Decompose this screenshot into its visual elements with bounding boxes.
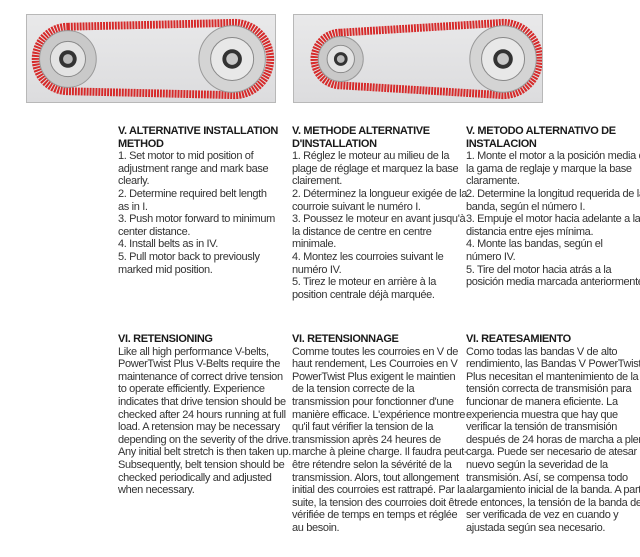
body-text-line: load. A retension may be necessary xyxy=(118,421,280,434)
body-text-line: 3. Empuje el motor hacia adelante a la xyxy=(466,213,640,226)
body-text-line: 1. Set motor to mid position of xyxy=(118,150,254,163)
body-text-line: 2. Determine required belt length xyxy=(118,187,267,200)
body-text-line: checked after 24 hours running at full xyxy=(118,408,286,421)
body-text-line: tensión correcta de transmisión para xyxy=(466,383,632,396)
body-text-line: posición media marcada anteriormente. xyxy=(466,276,640,289)
body-text-line: verificar la tensión de transmisión xyxy=(466,421,617,434)
body-text-line: 5. Tire del motor hacia atrás a la xyxy=(466,263,612,276)
body-text-line: la gama de reglaje y marque la base xyxy=(466,162,632,175)
body-text-line: de entonces, la tensión de la banda debe xyxy=(466,496,640,509)
body-text-line: minimale. xyxy=(292,238,336,251)
body-text-line: adjustment range and mark base xyxy=(118,162,269,175)
body-text-line: transmisión. Así, se compensa todo xyxy=(466,471,628,484)
body-text-line: to operate efficiently. Experience xyxy=(118,383,265,396)
section-heading: VI. RETENSIONNAGE xyxy=(292,333,399,345)
body-text-line: Como todas las bandas V de alto xyxy=(466,345,618,358)
belt-drive-illustration xyxy=(310,18,542,100)
body-text-line: la distance de centre en centre xyxy=(292,225,432,238)
body-text-line: 5. Pull motor back to previously xyxy=(118,250,260,263)
body-text-line: Plus necesitan el mantenimiento de la xyxy=(466,370,639,383)
body-text-line: alargamiento inicial de la banda. A part… xyxy=(466,484,640,497)
body-text-line: être rétendre selon la sévérité de la xyxy=(292,458,452,471)
body-text-line: número IV. xyxy=(466,250,516,263)
body-text-line: banda, según el número I. xyxy=(466,200,586,213)
body-text-line: transmission après 24 heures de xyxy=(292,433,441,446)
body-text-line: PowerTwist Plus exigent le maintien xyxy=(292,370,456,383)
body-text-line: maintenance of correct drive tension xyxy=(118,370,283,383)
body-text-line: 1. Réglez le moteur au milieu de la xyxy=(292,150,450,163)
section-heading: D'INSTALLATION xyxy=(292,137,377,150)
body-text-line: distancia entre ejes mínima. xyxy=(466,225,594,238)
body-text-line: después de 24 horas de marcha a plena xyxy=(466,433,640,446)
body-text-line: 2. Déterminez la longueur exigée de la xyxy=(292,187,468,200)
body-text-line: indicates that drive tension should be xyxy=(118,395,286,408)
body-text-line: au besoin. xyxy=(292,521,340,534)
body-text-line: haut rendement, Les Courroies en V xyxy=(292,358,458,371)
body-text-line: transmission pour fonctionner d'une xyxy=(292,395,454,408)
body-text-line: rendimiento, las Bandas V PowerTwist xyxy=(466,358,640,371)
body-text-line: clearly. xyxy=(118,175,150,188)
belt-drive-photo-2 xyxy=(293,14,543,103)
body-text-line: claramente. xyxy=(466,175,520,188)
body-text-line: PowerTwist Plus V-Belts require the xyxy=(118,358,280,371)
body-text-line: depending on the severity of the drive. xyxy=(118,433,291,446)
body-text-line: plage de réglage et marquez la base xyxy=(292,162,459,175)
section-heading: V. ALTERNATIVE INSTALLATION xyxy=(118,125,279,137)
body-text-line: position centrale déjà marquée. xyxy=(292,288,435,301)
body-text-line: suite, la tension des courroies doit êtr… xyxy=(292,496,466,509)
section-heading: V. METODO ALTERNATIVO DE xyxy=(466,125,616,137)
body-text-line: 4. Monte las bandas, según el xyxy=(466,238,603,251)
body-text-line: vérifiée de temps en temps et réglée xyxy=(292,509,458,522)
body-text-line: when necessary. xyxy=(118,484,195,497)
body-text-line: experiencia muestra que hay que xyxy=(466,408,618,421)
body-text-line: ajustada según sea necesario. xyxy=(466,521,606,534)
body-text-line: 3. Push motor forward to minimum xyxy=(118,213,275,226)
body-text-line: qu'il faut vérifier la tension de la xyxy=(292,421,434,434)
body-text-line: funcionar de manera eficiente. La xyxy=(466,395,618,408)
body-text-line: transmission. Alors, tout allongement xyxy=(292,471,459,484)
belt-drive-photo-1 xyxy=(26,14,276,103)
body-text-line: 1. Monte el motor a la posición media de xyxy=(466,150,640,163)
body-text-line: courroie suivant le numéro I. xyxy=(292,200,421,213)
body-text-line: numéro IV. xyxy=(292,263,342,276)
body-text-line: manière efficace. L'expérience montre xyxy=(292,408,465,421)
body-text-line: Like all high performance V-belts, xyxy=(118,345,269,358)
body-text-line: Any initial belt stretch is then taken u… xyxy=(118,446,292,459)
body-text-line: checked periodically and adjusted xyxy=(118,471,272,484)
body-text-line: 2. Determine la longitud requerida de la xyxy=(466,187,640,200)
body-text-line: 4. Montez les courroies suivant le xyxy=(292,250,444,263)
section-heading: VI. RETENSIONING xyxy=(118,333,213,345)
body-text-line: clairement. xyxy=(292,175,342,188)
body-text-line: initial des courroies est rattrapé. Par … xyxy=(292,484,465,497)
body-text-line: de la tension correcte de la xyxy=(292,383,415,396)
section-heading: VI. REATESAMIENTO xyxy=(466,333,571,345)
body-text-line: center distance. xyxy=(118,225,191,238)
body-text-line: 4. Install belts as in IV. xyxy=(118,238,218,251)
section-heading: INSTALACION xyxy=(466,137,537,150)
body-text-line: as in I. xyxy=(118,200,148,213)
section-heading: V. METHODE ALTERNATIVE xyxy=(292,125,430,137)
section-heading: METHOD xyxy=(118,137,164,150)
body-text-line: ser verificada de vez en cuando y xyxy=(466,509,619,522)
body-text-line: Subsequently, belt tension should be xyxy=(118,458,285,471)
body-text-line: marche à pleine charge. Il faudra peut- xyxy=(292,446,468,459)
body-text-line: 5. Tirez le moteur en arrière à la xyxy=(292,276,437,289)
belt-drive-illustration xyxy=(31,18,275,100)
body-text-line: marked mid position. xyxy=(118,263,213,276)
body-text-line: nuevo según la severidad de la xyxy=(466,458,608,471)
body-text-line: Comme toutes les courroies en V de xyxy=(292,345,459,358)
body-text-line: carga. Puede ser necesario de atesar de xyxy=(466,446,640,459)
body-text-line: 3. Poussez le moteur en avant jusqu'à xyxy=(292,213,466,226)
